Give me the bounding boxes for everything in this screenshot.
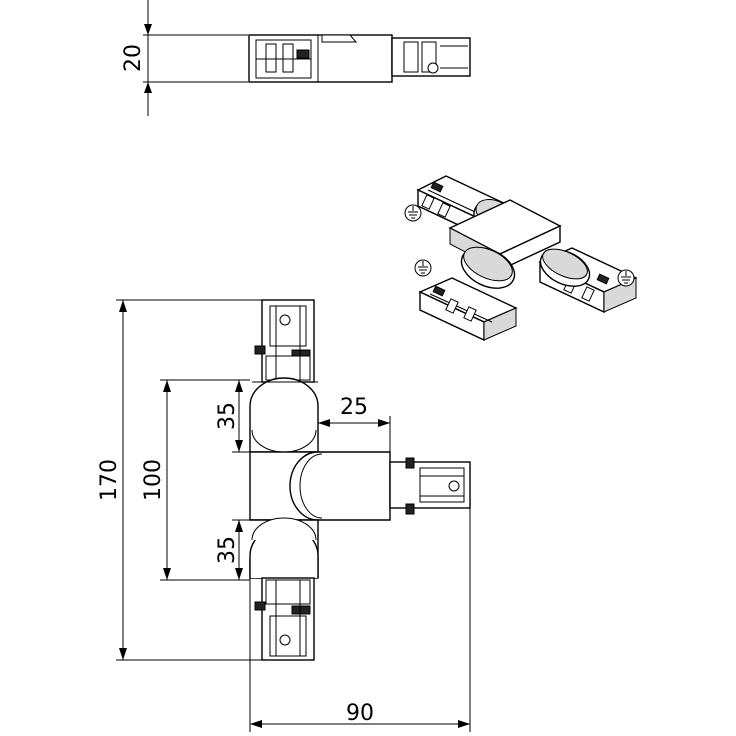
earth-symbol-icon xyxy=(414,259,432,277)
side-view: 20 xyxy=(121,0,471,116)
isometric-view xyxy=(404,175,638,342)
dimension-35-lower: 35 xyxy=(215,519,250,580)
dimension-90: 90 xyxy=(249,508,471,732)
earth-symbol-icon xyxy=(404,204,422,222)
dim-height-side: 20 xyxy=(121,44,146,72)
dimension-35-upper: 35 xyxy=(215,380,250,453)
dimension-170: 170 xyxy=(97,299,262,661)
dim-lower-segment: 35 xyxy=(215,536,240,564)
dim-branch-spacing: 100 xyxy=(141,459,166,501)
dim-overall-width: 90 xyxy=(346,701,374,726)
dimension-100: 100 xyxy=(141,379,250,581)
dimension-25: 25 xyxy=(317,395,391,452)
plan-view xyxy=(249,299,471,661)
earth-symbol-icon xyxy=(617,269,635,287)
dim-overall-height: 170 xyxy=(97,459,122,501)
dim-branch-offset: 25 xyxy=(340,395,368,420)
dim-upper-segment: 35 xyxy=(215,402,240,430)
